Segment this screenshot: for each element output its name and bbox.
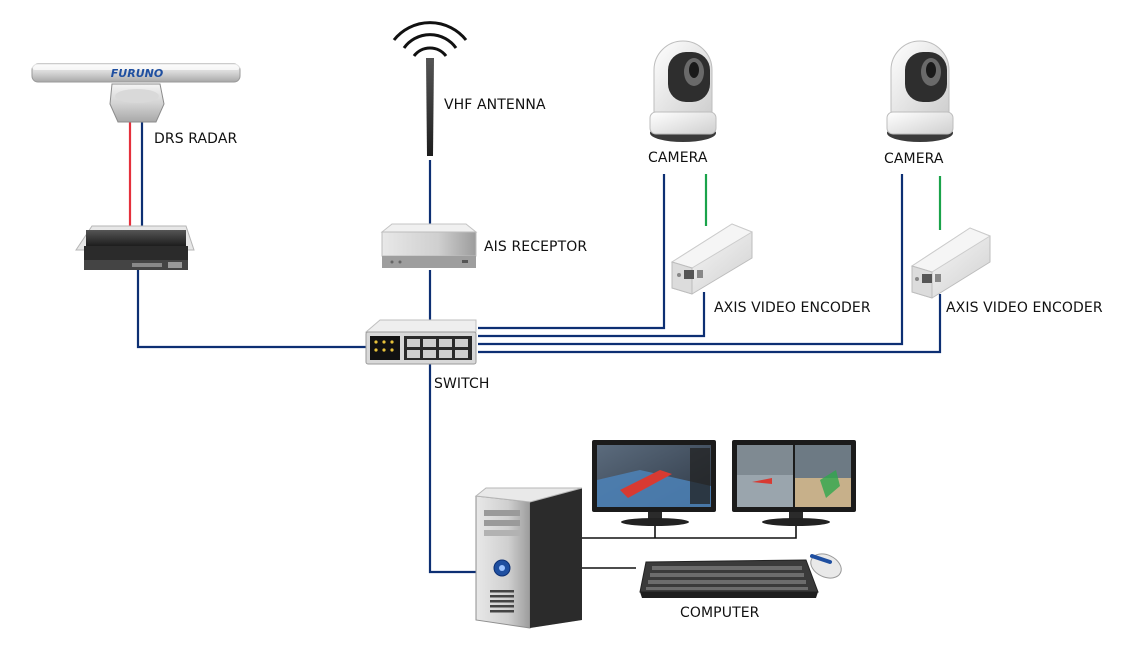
network-cables <box>128 122 942 574</box>
vhf-antenna <box>392 21 468 156</box>
monitor-2 <box>732 440 856 526</box>
video-encoder-1 <box>670 223 754 295</box>
keyboard <box>639 559 819 598</box>
label-ais-receptor: AIS RECEPTOR <box>484 239 588 255</box>
label-drs-radar: DRS RADAR <box>154 131 238 147</box>
signal-waves-icon <box>402 33 458 49</box>
radar-brand-text: FURUNO <box>111 67 163 80</box>
computer-tower <box>474 487 583 629</box>
mouse <box>810 553 842 579</box>
radar-to-switch-cable <box>136 270 370 349</box>
video-encoder-2 <box>910 227 992 299</box>
label-encoder-2: AXIS VIDEO ENCODER <box>946 300 1103 316</box>
camera-device-2 <box>886 40 954 142</box>
monitor-cable <box>580 524 797 539</box>
label-computer: COMPUTER <box>680 605 760 621</box>
camera1-to-switch-cable <box>478 174 666 330</box>
label-encoder-1: AXIS VIDEO ENCODER <box>714 300 871 316</box>
label-camera-2: CAMERA <box>884 151 944 167</box>
switch-to-computer-cable <box>428 364 478 574</box>
encoder2-to-switch-cable <box>478 294 942 354</box>
radar-device <box>31 63 241 123</box>
label-vhf-antenna: VHF ANTENNA <box>444 97 546 113</box>
monitor-1 <box>592 440 716 526</box>
radar-processor <box>75 225 195 270</box>
camera-device-1 <box>649 40 717 142</box>
label-switch: SWITCH <box>434 376 490 392</box>
ais-receptor-device <box>380 223 478 268</box>
network-switch <box>364 319 477 365</box>
label-camera-1: CAMERA <box>648 150 708 166</box>
encoder1-to-switch-cable <box>478 292 706 338</box>
camera2-to-switch-cable <box>478 174 904 346</box>
